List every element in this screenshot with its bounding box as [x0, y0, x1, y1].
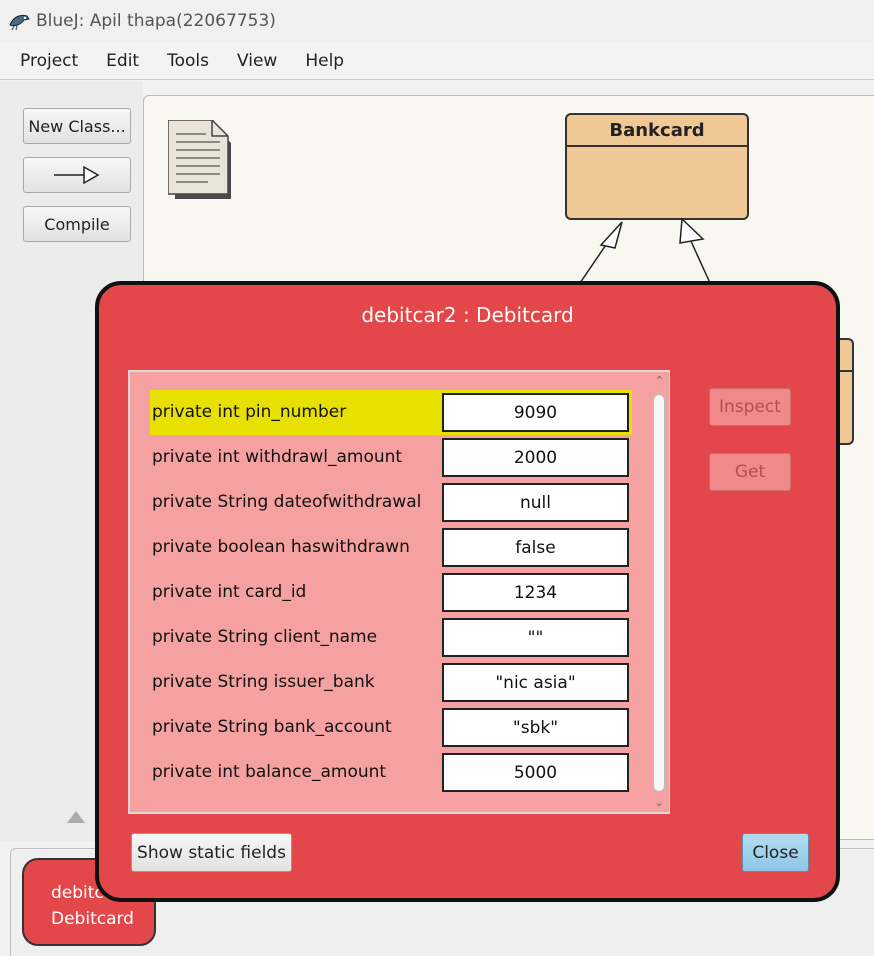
class-separator — [830, 370, 852, 372]
scrollbar-thumb[interactable] — [653, 394, 665, 792]
field-row[interactable]: private int card_id 1234 — [150, 570, 632, 615]
field-row[interactable]: private int balance_amount 5000 — [150, 750, 632, 795]
object-inspector-dialog: debitcar2 : Debitcard private int pin_nu… — [95, 281, 840, 902]
field-value: "nic asia" — [442, 663, 629, 702]
field-label: private int balance_amount — [152, 762, 387, 782]
field-value: 9090 — [442, 393, 629, 432]
scroll-down-icon[interactable]: ⌄ — [654, 796, 665, 809]
menu-bar: Project Edit Tools View Help — [0, 42, 874, 80]
field-row[interactable]: private String bank_account "sbk" — [150, 705, 632, 750]
menu-view[interactable]: View — [236, 50, 278, 71]
inheritance-arrow-button[interactable] — [23, 157, 131, 193]
field-value: 5000 — [442, 753, 629, 792]
bench-object-debitcard[interactable]: debitca Debitcard — [22, 858, 156, 946]
class-bankcard[interactable]: Bankcard — [565, 113, 749, 220]
field-row[interactable]: private int pin_number 9090 — [150, 390, 632, 435]
window-title: BlueJ: Apil thapa(22067753) — [36, 11, 276, 31]
bluej-bird-icon — [8, 10, 30, 32]
menu-help[interactable]: Help — [305, 50, 345, 71]
inheritance-arrow-icon — [54, 165, 100, 185]
field-row[interactable]: private String issuer_bank "nic asia" — [150, 660, 632, 705]
menu-tools[interactable]: Tools — [167, 50, 209, 71]
field-label: private String issuer_bank — [152, 672, 375, 692]
bench-object-type: Debitcard — [51, 909, 134, 929]
field-row[interactable]: private String dateofwithdrawal null — [150, 480, 632, 525]
inheritance-arrows — [579, 217, 711, 284]
scroll-up-icon[interactable]: ⌃ — [654, 374, 665, 387]
show-static-fields-button[interactable]: Show static fields — [131, 833, 292, 872]
field-label: private int withdrawl_amount — [152, 447, 403, 467]
field-label: private boolean haswithdrawn — [152, 537, 410, 557]
readme-document-icon[interactable] — [167, 119, 232, 204]
field-label: private int pin_number — [152, 402, 347, 422]
class-name-label: Bankcard — [567, 115, 747, 147]
field-value: null — [442, 483, 629, 522]
menu-edit[interactable]: Edit — [106, 50, 140, 71]
field-row[interactable]: private boolean haswithdrawn false — [150, 525, 632, 570]
field-row[interactable]: private int withdrawl_amount 2000 — [150, 435, 632, 480]
title-bar: BlueJ: Apil thapa(22067753) — [0, 0, 874, 42]
field-value: "sbk" — [442, 708, 629, 747]
get-button[interactable]: Get — [709, 453, 791, 491]
field-value: "" — [442, 618, 629, 657]
inspector-title: debitcar2 : Debitcard — [361, 303, 574, 327]
field-label: private String client_name — [152, 627, 378, 647]
field-label: private String bank_account — [152, 717, 392, 737]
panel-collapse-icon[interactable] — [67, 811, 85, 823]
inspect-button[interactable]: Inspect — [709, 388, 791, 426]
new-class-button[interactable]: New Class... — [23, 108, 131, 144]
compile-button[interactable]: Compile — [23, 206, 131, 242]
field-value: false — [442, 528, 629, 567]
fields-scrollbar[interactable]: ⌃ ⌄ — [650, 372, 669, 812]
close-button[interactable]: Close — [742, 833, 809, 872]
field-label: private String dateofwithdrawal — [152, 492, 422, 512]
fields-list[interactable]: private int pin_number 9090 private int … — [128, 370, 670, 814]
menu-project[interactable]: Project — [20, 50, 79, 71]
field-row[interactable]: private String client_name "" — [150, 615, 632, 660]
field-value: 2000 — [442, 438, 629, 477]
field-value: 1234 — [442, 573, 629, 612]
field-label: private int card_id — [152, 582, 307, 602]
